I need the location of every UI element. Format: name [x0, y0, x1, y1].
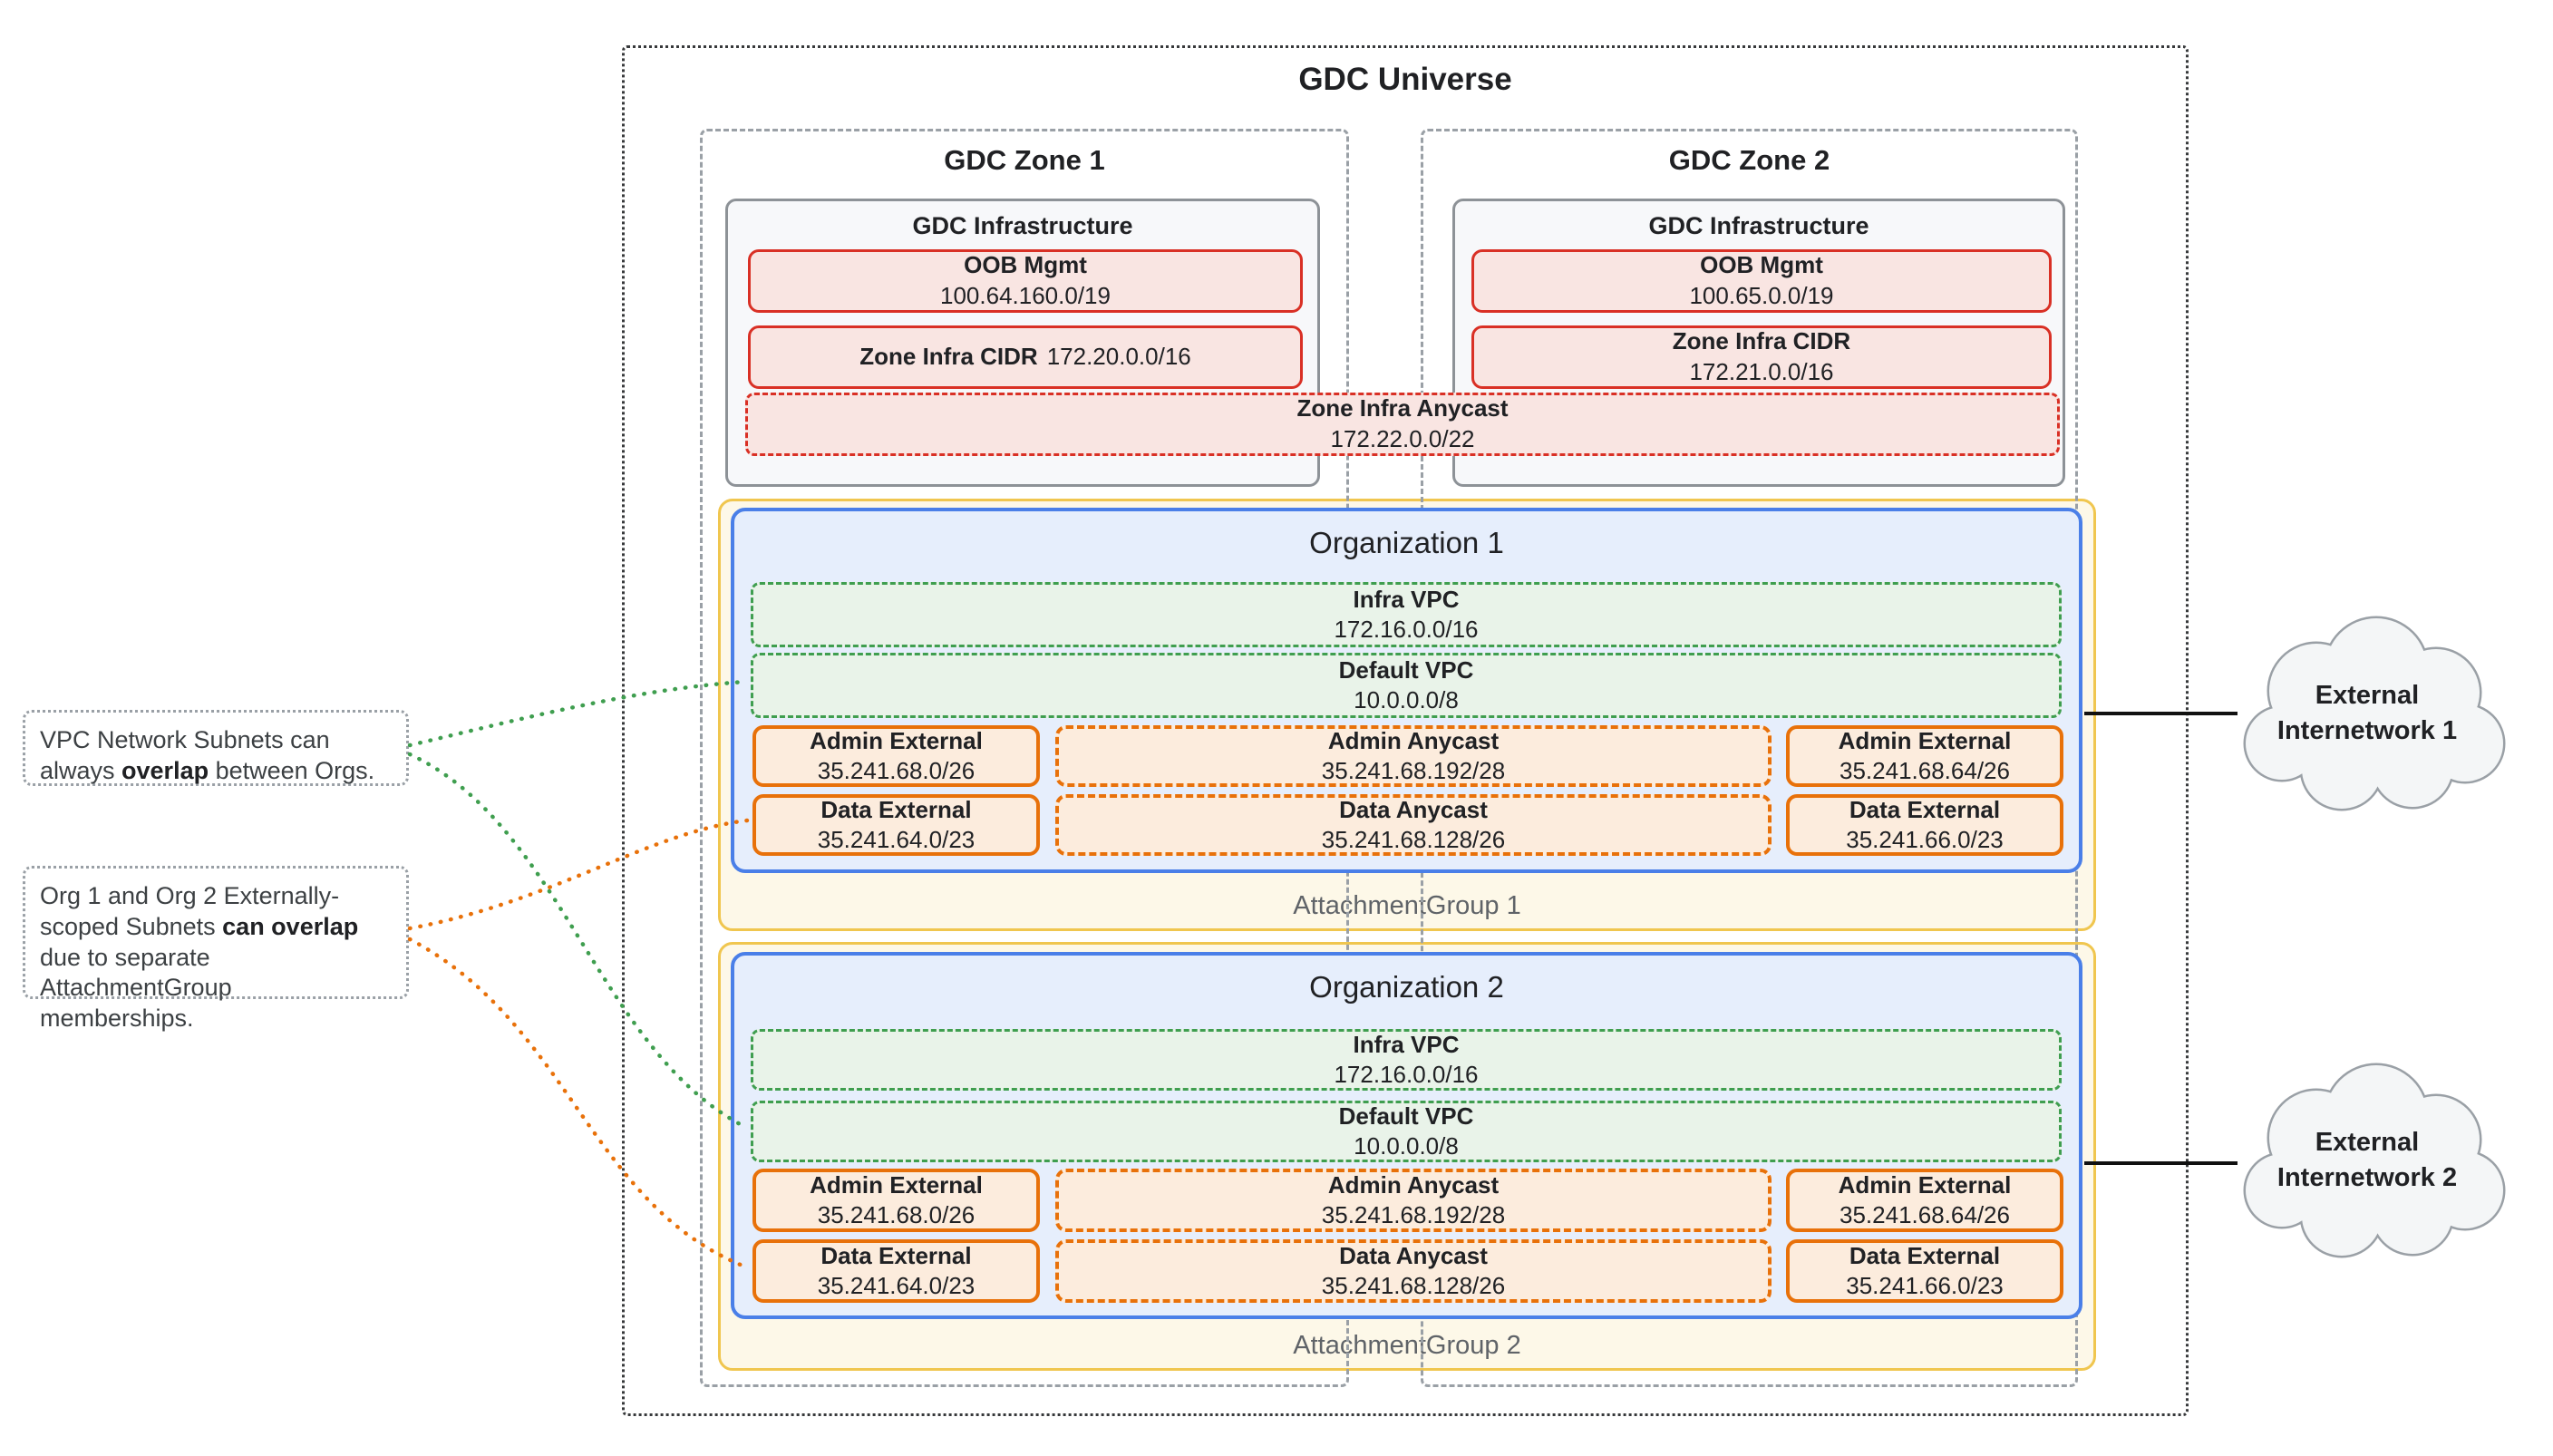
zone-infra-anycast-label: Zone Infra Anycast	[1296, 394, 1509, 422]
attachment-group-2-label: AttachmentGroup 2	[1293, 1331, 1521, 1360]
organization-2-box: Organization 2 Infra VPC 172.16.0.0/16 D…	[731, 952, 2082, 1319]
zone-1-infrastructure-title: GDC Infrastructure	[912, 212, 1133, 239]
oob-mgmt-cidr: 100.64.160.0/19	[940, 282, 1111, 309]
subnet-label: Admin External	[810, 1170, 983, 1199]
zone-infra-anycast-box: Zone Infra Anycast 172.22.0.0/22	[745, 393, 2060, 456]
org2-default-vpc-box: Default VPC 10.0.0.0/8	[751, 1101, 2062, 1162]
infra-vpc-label: Infra VPC	[1353, 1030, 1460, 1058]
subnet-label: Admin External	[1838, 1170, 2012, 1199]
subnet-cidr: 35.241.68.128/26	[1321, 1271, 1506, 1299]
subnet-cidr: 35.241.66.0/23	[1846, 825, 2004, 853]
subnet-cidr: 35.241.64.0/23	[817, 1271, 976, 1299]
annotation-text: between Orgs.	[209, 756, 375, 784]
cloud-icon	[2243, 1063, 2506, 1258]
oob-mgmt-label: OOB Mgmt	[1700, 251, 1823, 279]
infra-vpc-cidr: 172.16.0.0/16	[1334, 615, 1479, 643]
annotation-vpc-overlap: VPC Network Subnets can always overlap b…	[23, 710, 409, 786]
zone-2-title: GDC Zone 2	[1668, 144, 1830, 176]
annotation-text: VPC Network Subnets can always	[40, 726, 330, 784]
default-vpc-label: Default VPC	[1338, 655, 1474, 684]
org1-default-vpc-box: Default VPC 10.0.0.0/8	[751, 653, 2062, 718]
external-internetwork-1-cloud: External Internetwork 1	[2226, 609, 2509, 818]
org2-admin-external-right-box: Admin External 35.241.68.64/26	[1786, 1169, 2063, 1232]
zone-infra-cidr-label: Zone Infra CIDR	[1672, 327, 1851, 355]
infra-vpc-cidr: 172.16.0.0/16	[1334, 1060, 1479, 1088]
subnet-cidr: 35.241.68.128/26	[1321, 825, 1506, 853]
subnet-cidr: 35.241.68.64/26	[1840, 756, 2010, 784]
zone-1-oob-mgmt-box: OOB Mgmt 100.64.160.0/19	[748, 249, 1303, 313]
subnet-label: Data Anycast	[1339, 795, 1488, 823]
cloud-label-line1: External	[2315, 1127, 2420, 1157]
zone-2-oob-mgmt-box: OOB Mgmt 100.65.0.0/19	[1471, 249, 2052, 313]
org1-data-external-right-box: Data External 35.241.66.0/23	[1786, 794, 2063, 856]
org1-admin-external-left-box: Admin External 35.241.68.0/26	[752, 725, 1040, 787]
annotation-text: due to separate AttachmentGroup membersh…	[40, 943, 232, 1033]
default-vpc-label: Default VPC	[1338, 1102, 1474, 1130]
org2-data-external-left-box: Data External 35.241.64.0/23	[752, 1239, 1040, 1303]
zone-1-infra-cidr-box: Zone Infra CIDR 172.20.0.0/16	[748, 325, 1303, 389]
attachment-group-1-label: AttachmentGroup 1	[1293, 891, 1521, 920]
default-vpc-cidr: 10.0.0.0/8	[1354, 1131, 1459, 1160]
subnet-cidr: 35.241.64.0/23	[817, 825, 976, 853]
annotation-attachmentgroup-overlap: Org 1 and Org 2 Externally-scoped Subnet…	[23, 866, 409, 1032]
org1-admin-external-right-box: Admin External 35.241.68.64/26	[1786, 725, 2063, 787]
subnet-label: Admin Anycast	[1327, 1170, 1500, 1199]
organization-2-title: Organization 2	[1309, 970, 1504, 1004]
org2-data-anycast-box: Data Anycast 35.241.68.128/26	[1055, 1239, 1772, 1303]
subnet-label: Data External	[820, 795, 972, 823]
subnet-label: Data Anycast	[1339, 1241, 1488, 1269]
org1-data-anycast-box: Data Anycast 35.241.68.128/26	[1055, 794, 1772, 856]
org2-infra-vpc-box: Infra VPC 172.16.0.0/16	[751, 1029, 2062, 1091]
org1-data-external-left-box: Data External 35.241.64.0/23	[752, 794, 1040, 856]
zone-infra-cidr-value: 172.20.0.0/16	[1046, 343, 1191, 371]
cloud-label-line2: Internetwork 2	[2276, 1163, 2458, 1192]
subnet-label: Admin External	[1838, 726, 2012, 754]
subnet-label: Admin Anycast	[1327, 726, 1500, 754]
infra-vpc-label: Infra VPC	[1353, 585, 1460, 613]
org1-infra-vpc-box: Infra VPC 172.16.0.0/16	[751, 582, 2062, 647]
subnet-cidr: 35.241.68.192/28	[1321, 1200, 1506, 1228]
organization-1-title: Organization 1	[1309, 526, 1504, 559]
zone-infra-cidr-value: 172.21.0.0/16	[1689, 358, 1834, 385]
universe-title: GDC Universe	[1298, 62, 1512, 97]
oob-mgmt-label: OOB Mgmt	[964, 251, 1087, 279]
subnet-label: Data External	[820, 1241, 972, 1269]
zone-infra-cidr-label: Zone Infra CIDR	[859, 343, 1038, 371]
annotation-text: Org 1 and Org 2 Externally-scoped Subnet…	[40, 882, 340, 940]
org2-admin-anycast-box: Admin Anycast 35.241.68.192/28	[1055, 1169, 1772, 1232]
subnet-cidr: 35.241.66.0/23	[1846, 1271, 2004, 1299]
cloud-icon	[2243, 616, 2506, 811]
subnet-label: Admin External	[810, 726, 983, 754]
default-vpc-cidr: 10.0.0.0/8	[1354, 685, 1459, 713]
subnet-cidr: 35.241.68.0/26	[817, 756, 976, 784]
annotation-bold-text: overlap	[121, 756, 209, 784]
oob-mgmt-cidr: 100.65.0.0/19	[1689, 282, 1834, 309]
external-internetwork-2-cloud: External Internetwork 2	[2226, 1056, 2509, 1265]
subnet-cidr: 35.241.68.64/26	[1840, 1200, 2010, 1228]
cloud-label-line1: External	[2315, 680, 2420, 710]
cloud-label-line2: Internetwork 1	[2276, 716, 2458, 745]
subnet-label: Data External	[1849, 1241, 2001, 1269]
zone-2-infra-cidr-box: Zone Infra CIDR 172.21.0.0/16	[1471, 325, 2052, 389]
zone-1-title: GDC Zone 1	[944, 144, 1105, 176]
annotation-bold-text: can overlap	[222, 912, 359, 940]
organization-1-box: Organization 1 Infra VPC 172.16.0.0/16 D…	[731, 508, 2082, 873]
org2-admin-external-left-box: Admin External 35.241.68.0/26	[752, 1169, 1040, 1232]
subnet-cidr: 35.241.68.192/28	[1321, 756, 1506, 784]
external-internetwork-2-label: External Internetwork 2	[2226, 1056, 2509, 1265]
subnet-cidr: 35.241.68.0/26	[817, 1200, 976, 1228]
zone-infra-anycast-cidr: 172.22.0.0/22	[1330, 425, 1475, 452]
org2-data-external-right-box: Data External 35.241.66.0/23	[1786, 1239, 2063, 1303]
external-internetwork-1-label: External Internetwork 1	[2226, 609, 2509, 818]
org1-admin-anycast-box: Admin Anycast 35.241.68.192/28	[1055, 725, 1772, 787]
subnet-label: Data External	[1849, 795, 2001, 823]
zone-2-infrastructure-title: GDC Infrastructure	[1648, 212, 1869, 239]
